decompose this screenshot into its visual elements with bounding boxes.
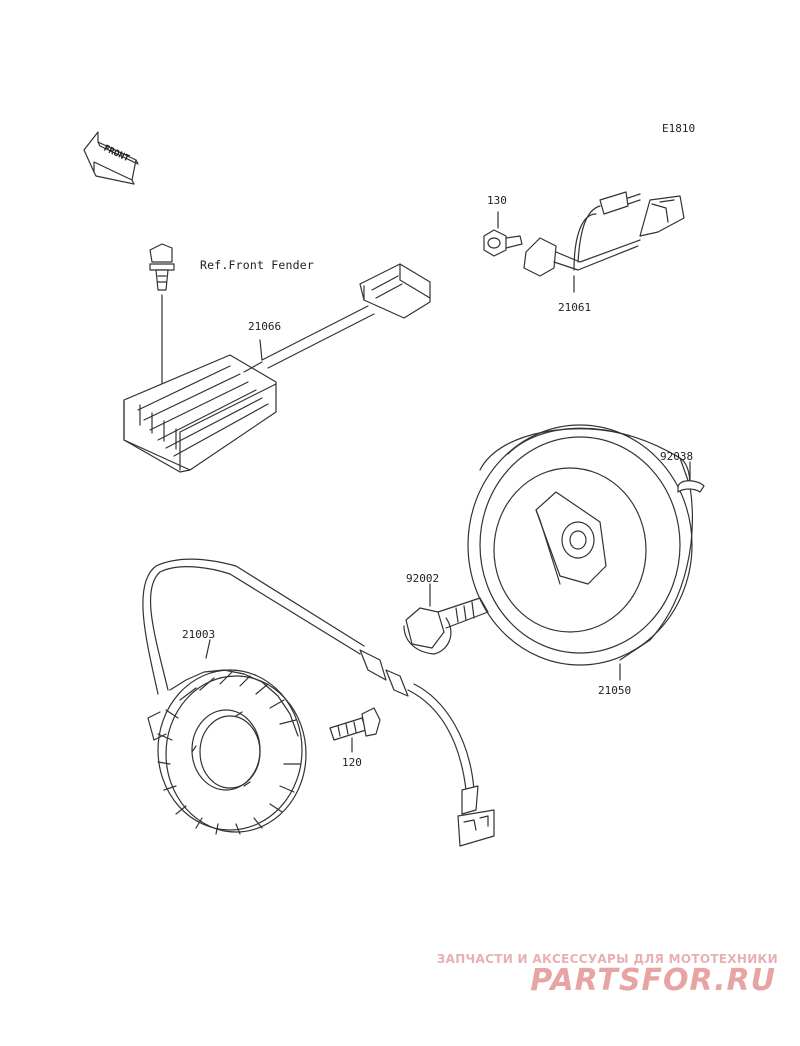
watermark-tagline: ЗАПЧАСТИ И АКСЕССУАРЫ ДЛЯ МОТОТЕХНИКИ	[436, 952, 778, 966]
part-number-92038[interactable]: 92038	[660, 450, 694, 463]
part-number-21061[interactable]: 21061	[558, 301, 592, 314]
part-number-130[interactable]: 130	[487, 194, 507, 207]
front-arrow-icon: FRONT	[83, 131, 139, 185]
part-number-21066[interactable]: 21066	[248, 320, 282, 333]
stator-wiring	[142, 558, 495, 847]
regulator-rectifier	[123, 263, 431, 473]
bolt-130	[483, 211, 523, 257]
bolt-120	[329, 707, 381, 753]
reference-note: Ref.Front Fender	[200, 258, 314, 272]
part-number-92002[interactable]: 92002	[406, 572, 440, 585]
woodruff-key	[677, 461, 705, 493]
pickup-coil	[523, 191, 685, 293]
rotor	[467, 424, 693, 681]
stator	[147, 669, 307, 835]
diagram-code: E1810	[662, 122, 696, 135]
part-number-21050[interactable]: 21050	[598, 684, 632, 697]
flange-bolt	[403, 583, 489, 655]
part-number-21003[interactable]: 21003	[182, 628, 216, 641]
part-number-120[interactable]: 120	[342, 756, 362, 769]
watermark-logo: PARTSFOR.RU	[530, 963, 776, 998]
